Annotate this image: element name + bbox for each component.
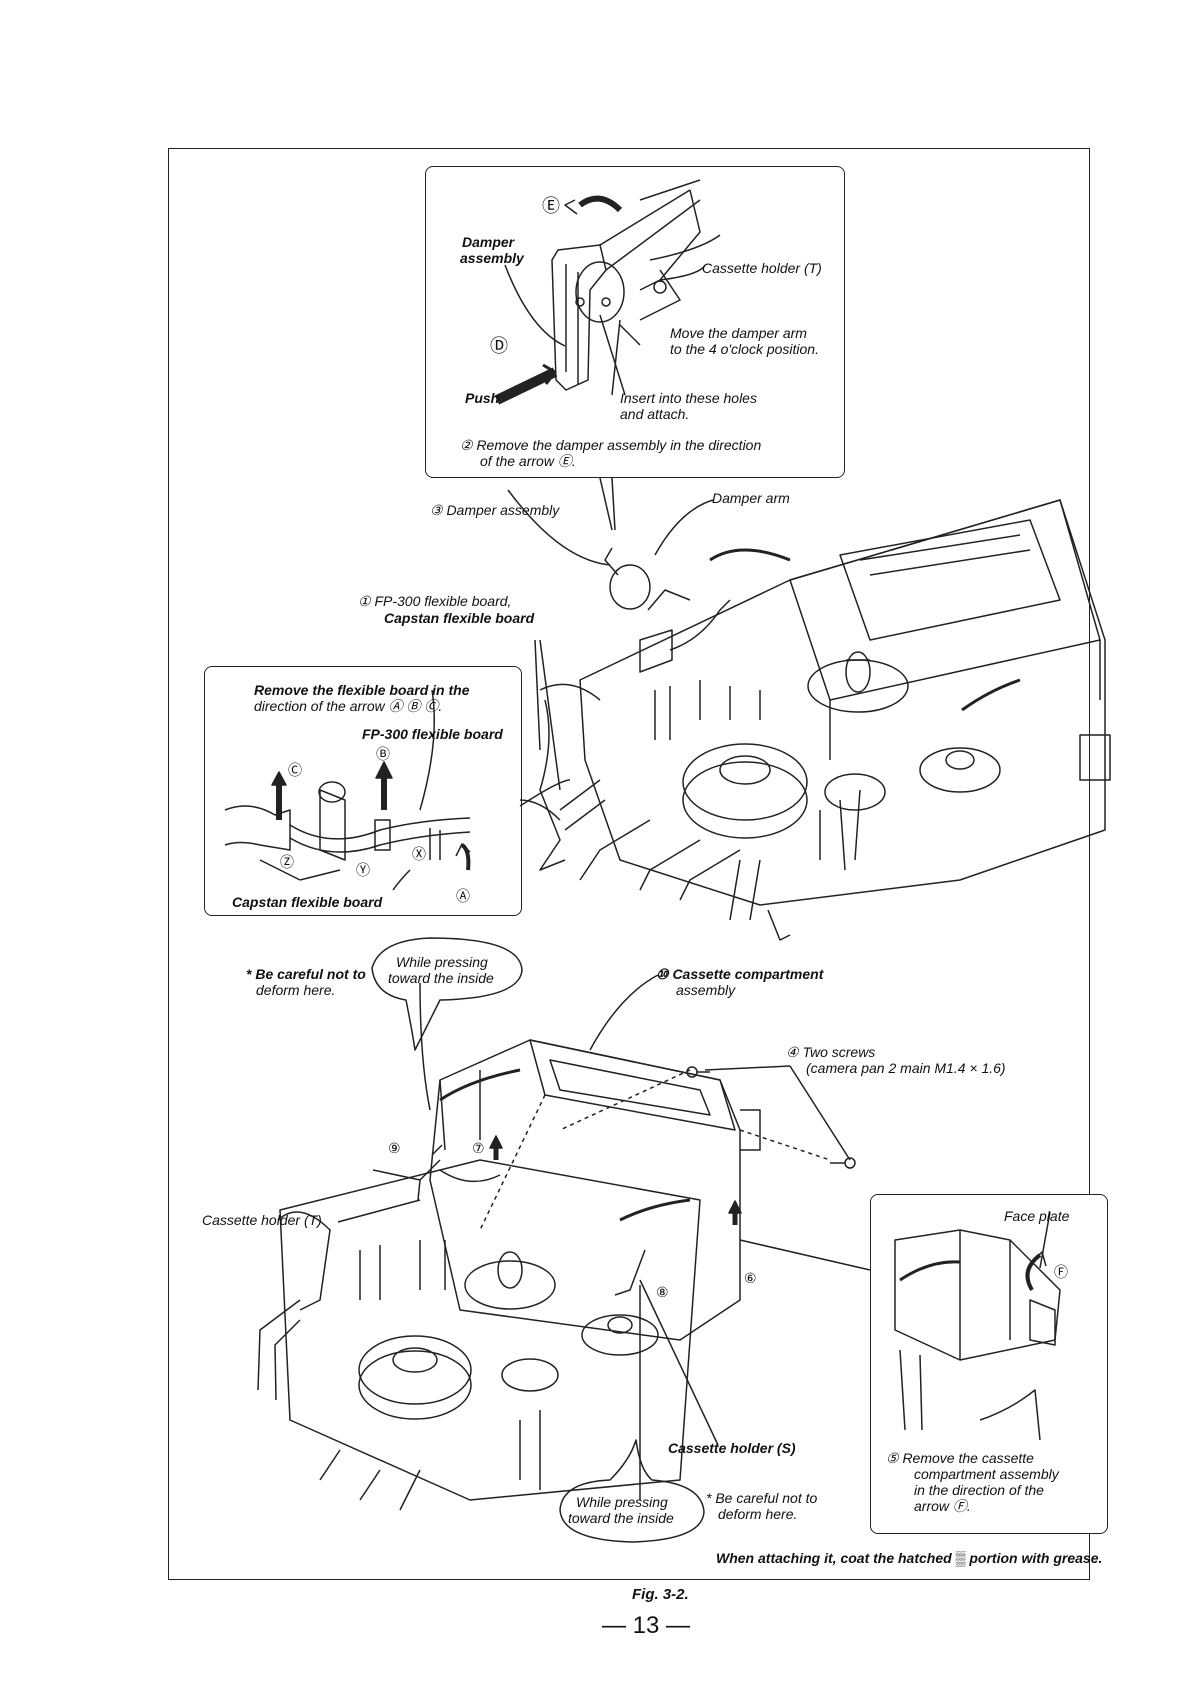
step9-marker: ⑨ <box>388 1140 401 1156</box>
marker-e: Ⓔ <box>542 196 560 216</box>
step7-marker: ⑦ <box>472 1140 485 1156</box>
flexible-board-detail-drawing <box>224 689 471 891</box>
page-number: — 13 — <box>602 1612 691 1639</box>
careful-bottom-1: * Be careful not to <box>706 1490 818 1506</box>
move-arm-label-2: to the 4 o'clock position. <box>670 341 819 357</box>
damper-detail-drawing <box>494 179 721 405</box>
left-callout-box <box>204 666 522 916</box>
cassette-holder-t-label-top: Cassette holder (T) <box>702 260 822 276</box>
right-callout-box <box>870 1194 1108 1534</box>
step5-label-4: arrow Ⓕ. <box>914 1498 971 1514</box>
careful-top-2: deform here. <box>256 982 336 998</box>
damper-arm-label: Damper arm <box>712 490 790 506</box>
step4-label-1: ④ Two screws <box>786 1044 876 1060</box>
pressing-top-2: toward the inside <box>388 970 494 986</box>
step4-label-2: (camera pan 2 main M1.4 × 1.6) <box>806 1060 1006 1076</box>
cassette-holder-t-label-bottom: Cassette holder (T) <box>202 1212 322 1228</box>
step3-damper-assembly: ③ Damper assembly <box>430 502 560 518</box>
insert-label-1: Insert into these holes <box>620 390 757 406</box>
damper-assembly-label-2: assembly <box>460 250 524 266</box>
push-label: Push <box>465 390 500 406</box>
marker-b: Ⓑ <box>376 746 390 762</box>
pressing-bottom-2: toward the inside <box>568 1510 674 1526</box>
pressing-bottom-1: While pressing <box>576 1494 668 1510</box>
insert-label-2: and attach. <box>620 406 690 422</box>
marker-f: Ⓕ <box>1054 1264 1068 1280</box>
pressing-bubble-top <box>371 937 523 1051</box>
left-instruction-1: Remove the flexible board in the <box>254 682 470 698</box>
marker-c: Ⓒ <box>288 762 302 778</box>
careful-bottom-2: deform here. <box>718 1506 798 1522</box>
figure-caption: Fig. 3-2. <box>632 1586 689 1603</box>
step5-label-3: in the direction of the <box>914 1482 1044 1498</box>
step1-label-2: Capstan flexible board <box>384 610 535 626</box>
grease-note: When attaching it, coat the hatched ▒ po… <box>716 1550 1103 1566</box>
damper-assembly-label-1: Damper <box>462 234 515 250</box>
step8-marker: ⑧ <box>656 1284 669 1300</box>
top-callout-box <box>425 166 845 478</box>
marker-a: Ⓐ <box>456 888 470 904</box>
step10-label-2: assembly <box>676 982 736 998</box>
pressing-top-1: While pressing <box>396 954 488 970</box>
step1-label-1: ① FP-300 flexible board, <box>358 593 512 609</box>
step2-label-1: ② Remove the damper assembly in the dire… <box>460 437 762 453</box>
step5-label-2: compartment assembly <box>914 1466 1059 1482</box>
marker-x: Ⓧ <box>412 846 426 862</box>
cassette-holder-s-label: Cassette holder (S) <box>668 1440 796 1456</box>
step2-label-2: of the arrow Ⓔ. <box>480 453 576 469</box>
marker-y: Ⓨ <box>356 862 370 878</box>
lower-mechanism-drawing <box>257 1039 856 1511</box>
step6-marker: ⑥ <box>744 1270 757 1286</box>
step10-label-1: ⑩ Cassette compartment <box>656 966 824 982</box>
careful-top-1: * Be careful not to <box>246 966 366 982</box>
upper-mechanism-drawing <box>539 499 1111 941</box>
fp300-board-label: FP-300 flexible board <box>362 726 503 742</box>
move-arm-label-1: Move the damper arm <box>670 325 807 341</box>
marker-d: Ⓓ <box>490 336 508 356</box>
face-plate-detail-drawing <box>894 1211 1061 1441</box>
pressing-bubble-bottom <box>559 1439 705 1543</box>
figure-frame <box>168 148 1090 1580</box>
capstan-board-label: Capstan flexible board <box>232 894 383 910</box>
marker-z: Ⓩ <box>280 854 294 870</box>
step5-label-1: ⑤ Remove the cassette <box>886 1450 1034 1466</box>
left-instruction-2: direction of the arrow Ⓐ Ⓑ Ⓒ. <box>254 698 443 714</box>
face-plate-label: Face plate <box>1004 1208 1070 1224</box>
